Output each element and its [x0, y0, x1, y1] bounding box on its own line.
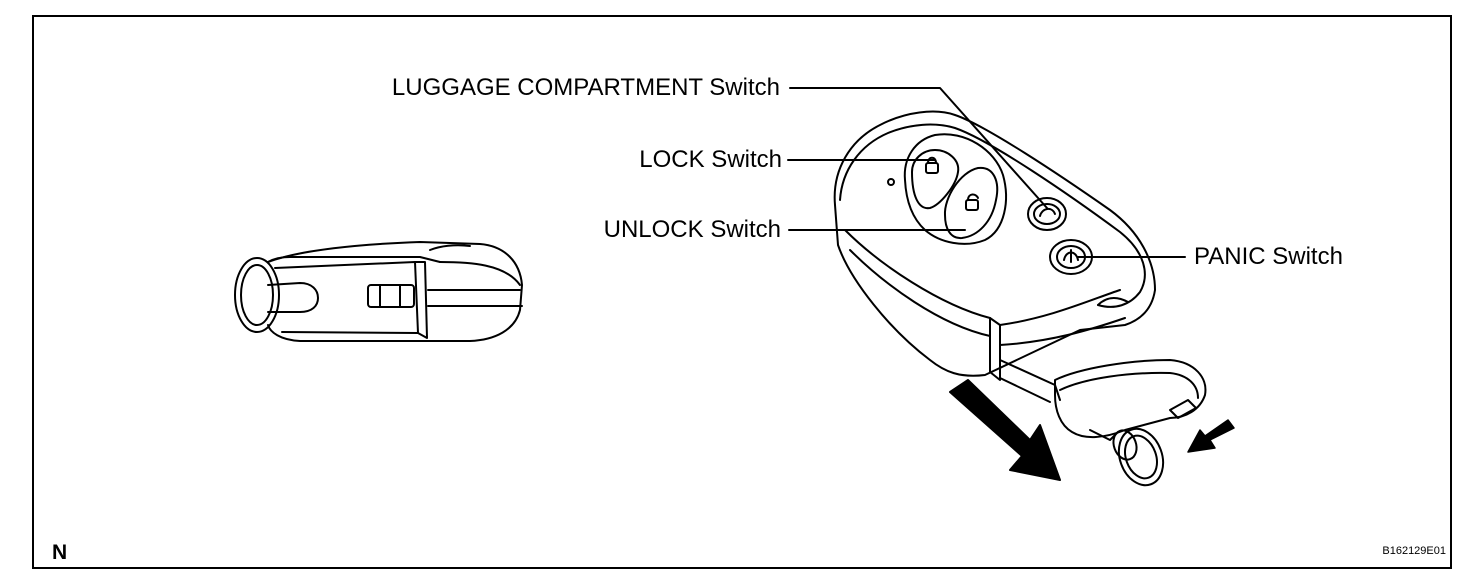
key-fob-top-view-icon	[833, 110, 1207, 441]
figure-frame	[32, 15, 1452, 569]
small-direction-arrow-icon	[1187, 419, 1235, 453]
luggage-switch-label: LUGGAGE COMPARTMENT Switch	[391, 74, 780, 101]
luggage-leader-line	[789, 87, 1048, 209]
north-mark: N	[52, 541, 68, 564]
lock-switch-label: LOCK Switch	[639, 146, 782, 173]
unlock-switch-label: UNLOCK Switch	[603, 216, 781, 243]
figure-code: B162129E01	[1382, 545, 1446, 557]
key-ring-icon	[1112, 427, 1165, 487]
pull-direction-arrow-icon	[949, 379, 1061, 481]
callout-leader-lines	[787, 87, 1186, 258]
key-fob-side-view-icon	[234, 241, 523, 342]
panic-switch-label: PANIC Switch	[1194, 243, 1343, 270]
